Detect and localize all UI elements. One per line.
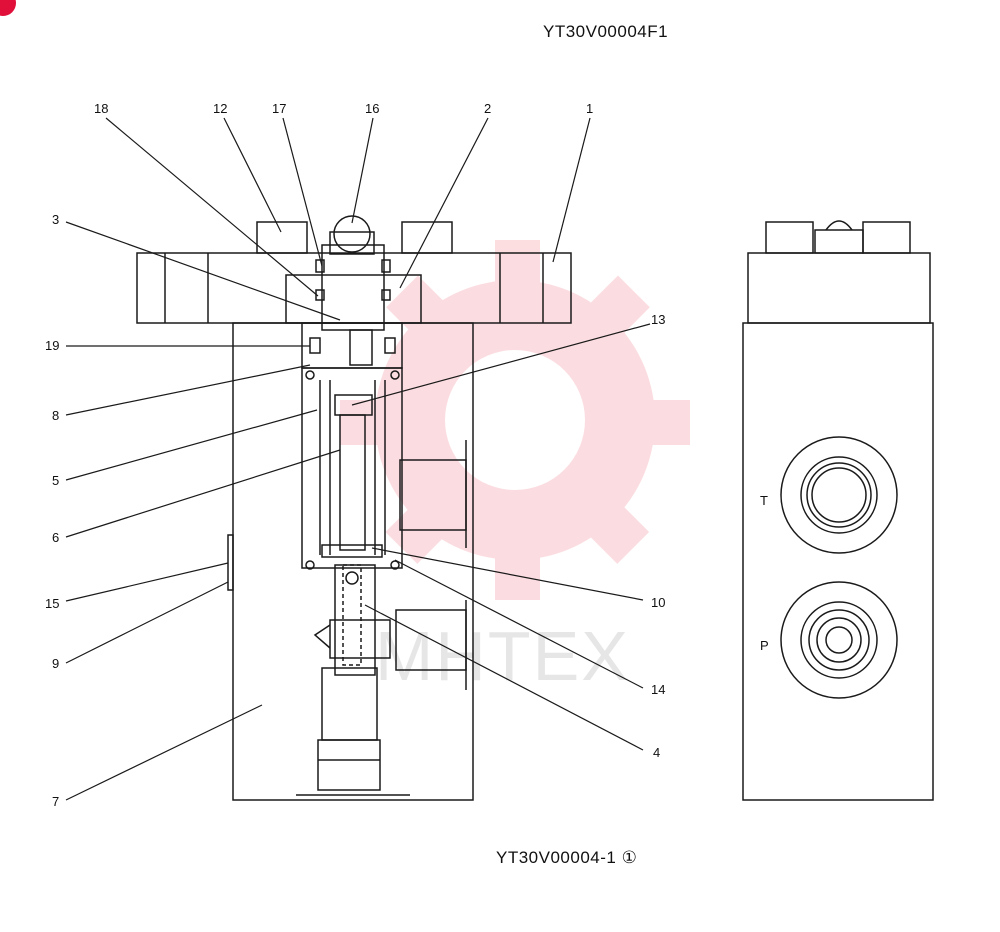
part-label: 18 — [94, 101, 108, 116]
drawing-number-bottom: YT30V00004-1 ① — [496, 848, 638, 867]
bolt-head-right — [401, 221, 453, 254]
part-label: 4 — [653, 745, 660, 760]
part-label: 16 — [365, 101, 379, 116]
part-label: 8 — [52, 408, 59, 423]
drawing-number-top: YT30V00004F1 — [543, 22, 669, 41]
part-label: 5 — [52, 473, 59, 488]
part-labels: 18 12 17 16 2 1 3 13 19 8 5 6 10 15 9 14… — [45, 101, 769, 809]
side-view-body — [742, 322, 934, 801]
port-t-icon — [780, 436, 898, 554]
part-label: 15 — [45, 596, 59, 611]
part-label: 17 — [272, 101, 286, 116]
part-label: 1 — [586, 101, 593, 116]
part-label: 12 — [213, 101, 227, 116]
adjust-cap-icon — [333, 215, 371, 253]
side-view-top — [747, 252, 931, 324]
part-label: 9 — [52, 656, 59, 671]
corner-badge — [0, 0, 16, 16]
port-label-t: T — [760, 493, 768, 508]
part-label: 10 — [651, 595, 665, 610]
part-label: 3 — [52, 212, 59, 227]
part-label: 2 — [484, 101, 491, 116]
bolt-head-left — [256, 221, 308, 254]
part-label: 14 — [651, 682, 665, 697]
part-label: 13 — [651, 312, 665, 327]
part-label: 6 — [52, 530, 59, 545]
watermark-gear-icon — [340, 240, 690, 600]
part-label: 19 — [45, 338, 59, 353]
watermark-text: MHTEX — [375, 617, 630, 695]
port-label-p: P — [760, 638, 769, 653]
port-p-icon — [780, 581, 898, 699]
part-label: 7 — [52, 794, 59, 809]
leader-lines — [65, 117, 651, 801]
